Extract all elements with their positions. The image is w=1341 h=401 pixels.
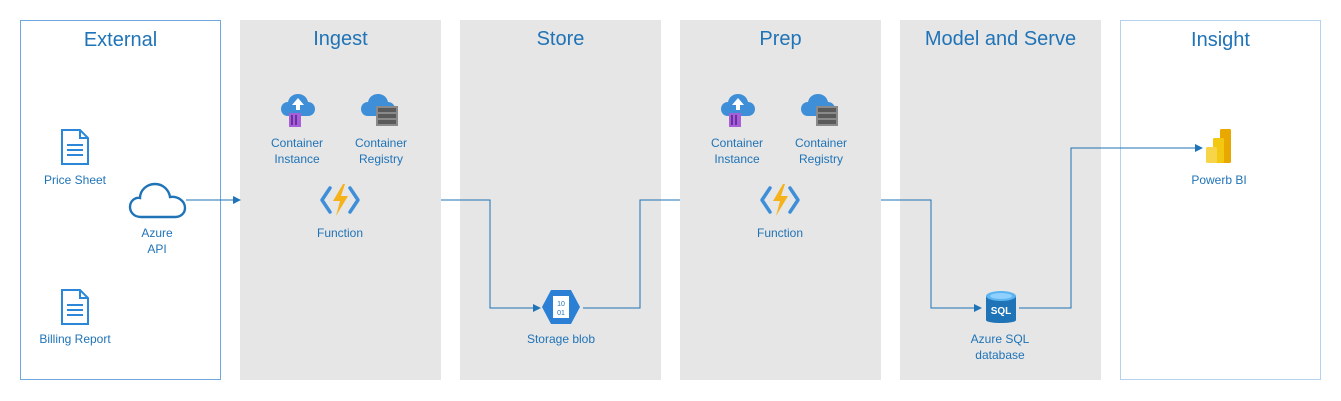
lane-store: Store: [460, 20, 661, 380]
svg-text:01: 01: [557, 310, 565, 317]
powerbi-icon: [1206, 129, 1231, 163]
lane-model-and-serve: Model and Serve: [900, 20, 1101, 380]
label-ingest-container-instance-line2: Instance: [274, 152, 320, 166]
container-instance-icon: [721, 94, 755, 127]
sql-database-icon: SQL: [986, 291, 1016, 323]
lane-title-store: Store: [536, 28, 585, 50]
function-icon: [760, 184, 800, 216]
label-price-sheet: Price Sheet: [43, 173, 107, 187]
storage-blob-icon: 10 01: [542, 290, 580, 324]
label-azure-sql-line2: database: [975, 348, 1025, 362]
label-ingest-container-registry-line1: Container: [354, 136, 408, 150]
lane-title-external: External: [83, 29, 158, 51]
label-storage-blob: Storage blob: [526, 332, 596, 346]
lane-insight: Insight: [1120, 20, 1321, 380]
label-prep-container-registry-line1: Container: [794, 136, 848, 150]
document-icon: [61, 129, 89, 165]
lane-title-insight: Insight: [1191, 29, 1250, 51]
function-icon: [320, 184, 360, 216]
container-registry-icon: [361, 94, 398, 126]
label-ingest-function: Function: [316, 226, 364, 240]
label-ingest-container-instance-line1: Container: [270, 136, 324, 150]
lane-external: External: [20, 20, 221, 380]
label-powerbi: Powerb BI: [1191, 173, 1247, 187]
lane-title-prep: Prep: [759, 28, 802, 50]
document-icon: [61, 289, 89, 325]
label-prep-container-registry-line2: Registry: [798, 152, 844, 166]
label-azure-api-line2: API: [147, 242, 167, 256]
label-prep-container-instance-line1: Container: [710, 136, 764, 150]
cloud-icon: [128, 182, 187, 219]
label-prep-function: Function: [756, 226, 804, 240]
lane-title-ingest: Ingest: [313, 28, 368, 50]
label-ingest-container-registry-line2: Registry: [358, 152, 404, 166]
svg-text:SQL: SQL: [991, 306, 1012, 317]
container-instance-icon: [281, 94, 315, 127]
label-prep-container-instance-line2: Instance: [714, 152, 760, 166]
label-billing-report: Billing Report: [39, 332, 111, 346]
label-azure-api-line1: Azure: [141, 226, 173, 240]
label-azure-sql-line1: Azure SQL: [970, 332, 1030, 346]
svg-text:10: 10: [557, 301, 565, 308]
container-registry-icon: [801, 94, 838, 126]
lane-title-model-and-serve: Model and Serve: [924, 28, 1077, 50]
